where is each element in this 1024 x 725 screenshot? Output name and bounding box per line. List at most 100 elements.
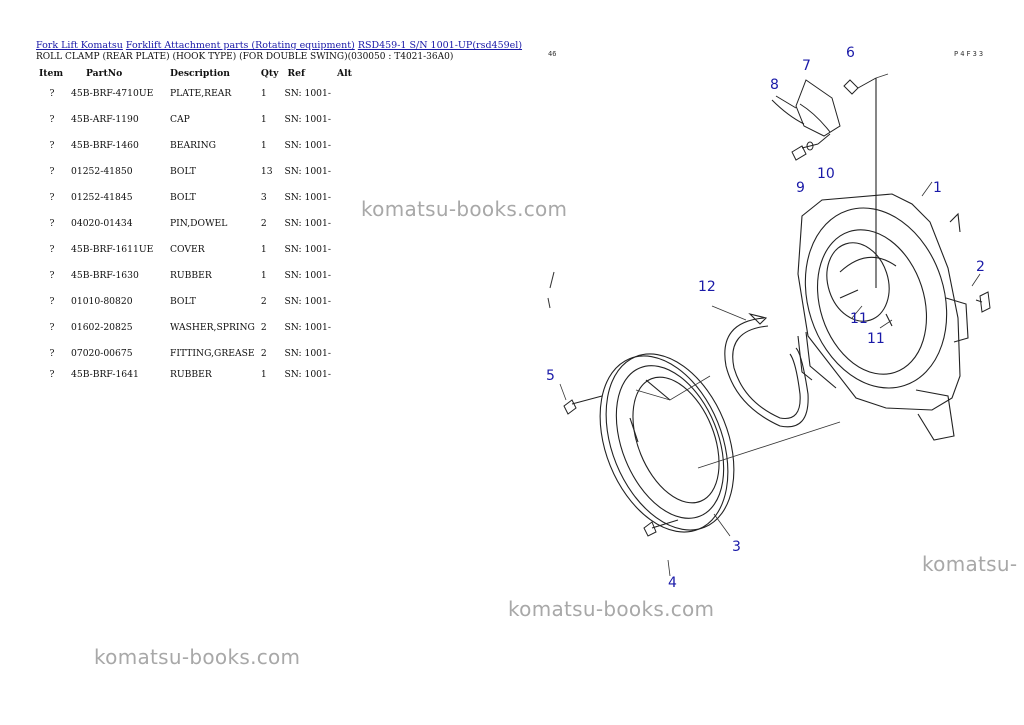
cell-alt xyxy=(334,132,355,158)
cell-description: COVER xyxy=(170,243,205,255)
watermark: komatsu-books.com xyxy=(94,645,301,669)
callout-9: 9 xyxy=(796,180,805,196)
header-item: Item xyxy=(39,67,64,79)
callout-11a: 11 xyxy=(850,311,868,327)
cell-item: ? xyxy=(49,269,55,281)
cell-item: ? xyxy=(49,243,55,255)
header-description: Description xyxy=(170,67,230,79)
cell-item: ? xyxy=(49,295,55,307)
cell-alt xyxy=(334,236,355,262)
cell-ref: SN: 1001- xyxy=(284,321,331,333)
cell-partno: 45B-ARF-1190 xyxy=(71,113,139,125)
cell-item: ? xyxy=(49,139,55,151)
diagram-page-number: 46 xyxy=(548,50,556,58)
cell-qty: 2 xyxy=(260,321,267,333)
cell-partno: 01252-41850 xyxy=(71,165,133,177)
cell-partno: 04020-01434 xyxy=(71,217,133,229)
breadcrumb-link-brand[interactable]: Fork Lift Komatsu xyxy=(36,40,123,51)
cell-item: ? xyxy=(49,368,55,380)
cell-qty: 1 xyxy=(260,243,267,255)
cell-qty: 2 xyxy=(260,347,267,359)
cell-alt xyxy=(334,184,355,210)
parts-table: Item PartNo Description Qty Ref Alt ? 45B… xyxy=(36,66,355,382)
cell-qty: 1 xyxy=(260,113,267,125)
table-row: ? 01602-20825 WASHER,SPRING 2 SN: 1001- xyxy=(36,314,355,340)
table-header-row: Item PartNo Description Qty Ref Alt xyxy=(36,66,355,80)
fitting-part-2 xyxy=(975,291,991,313)
cell-ref: SN: 1001- xyxy=(284,243,331,255)
cell-qty: 1 xyxy=(260,139,267,151)
cell-alt xyxy=(334,314,355,340)
header-ref: Ref xyxy=(287,67,305,79)
cell-description: WASHER,SPRING xyxy=(170,321,255,333)
cell-qty: 1 xyxy=(260,87,267,99)
breadcrumb: Fork Lift Komatsu Forklift Attachment pa… xyxy=(36,40,522,51)
cell-alt xyxy=(334,340,355,366)
cell-alt xyxy=(334,366,355,382)
cell-ref: SN: 1001- xyxy=(284,295,331,307)
cell-partno: 01602-20825 xyxy=(71,321,133,333)
cell-partno: 07020-00675 xyxy=(71,347,133,359)
cell-item: ? xyxy=(49,321,55,333)
cell-description: CAP xyxy=(170,113,190,125)
breadcrumb-link-category[interactable]: Forklift Attachment parts (Rotating equi… xyxy=(125,40,355,51)
cell-ref: SN: 1001- xyxy=(284,139,331,151)
callout-7: 7 xyxy=(802,58,811,74)
cell-item: ? xyxy=(49,217,55,229)
cell-alt xyxy=(334,262,355,288)
cell-description: RUBBER xyxy=(170,269,212,281)
cell-item: ? xyxy=(49,87,55,99)
watermark: komatsu- xyxy=(922,552,1018,576)
callout-2: 2 xyxy=(976,259,985,275)
cell-description: RUBBER xyxy=(170,368,212,380)
callout-3: 3 xyxy=(732,539,741,555)
callout-6: 6 xyxy=(846,45,855,61)
cell-ref: SN: 1001- xyxy=(284,87,331,99)
watermark: komatsu-books.com xyxy=(508,597,715,621)
cell-partno: 45B-BRF-1630 xyxy=(71,269,139,281)
header-qty: Qty xyxy=(260,67,279,79)
cell-description: PLATE,REAR xyxy=(170,87,232,99)
exploded-parts-diagram: 46 P4F33 xyxy=(546,45,991,591)
cell-ref: SN: 1001- xyxy=(284,217,331,229)
table-row: ? 45B-BRF-1611UE COVER 1 SN: 1001- xyxy=(36,236,355,262)
page-subtitle: ROLL CLAMP (REAR PLATE) (HOOK TYPE) (FOR… xyxy=(36,52,454,62)
cell-ref: SN: 1001- xyxy=(284,368,331,380)
cover-part-7 xyxy=(771,79,841,137)
bearing-ring-part xyxy=(599,353,735,533)
leader-lines xyxy=(559,73,981,577)
cell-ref: SN: 1001- xyxy=(284,347,331,359)
cell-item: ? xyxy=(49,191,55,203)
breadcrumb-link-model[interactable]: RSD459-1 S/N 1001-UP(rsd459el) xyxy=(357,40,523,51)
header-partno: PartNo xyxy=(86,67,123,79)
callout-8: 8 xyxy=(770,77,779,93)
table-row: ? 45B-BRF-1641 RUBBER 1 SN: 1001- xyxy=(36,366,355,382)
cell-partno: 45B-BRF-1641 xyxy=(71,368,139,380)
cell-alt xyxy=(334,158,355,184)
table-row: ? 45B-BRF-4710UE PLATE,REAR 1 SN: 1001- xyxy=(36,80,355,106)
bolt-group-4-5 xyxy=(563,395,679,537)
cell-partno: 45B-BRF-4710UE xyxy=(71,87,154,99)
cell-description: BOLT xyxy=(170,165,196,177)
cell-description: BEARING xyxy=(170,139,217,151)
cell-ref: SN: 1001- xyxy=(284,165,331,177)
callout-4: 4 xyxy=(668,575,677,591)
callout-5: 5 xyxy=(546,368,555,384)
cell-description: BOLT xyxy=(170,191,196,203)
cell-qty: 13 xyxy=(260,165,273,177)
diagram-page-code: P4F33 xyxy=(954,50,985,58)
rubber-seal-part xyxy=(724,312,809,428)
cell-partno: 45B-BRF-1611UE xyxy=(71,243,154,255)
callout-1: 1 xyxy=(933,180,942,196)
header-alt: Alt xyxy=(336,67,352,79)
cell-alt xyxy=(334,210,355,236)
callout-11b: 11 xyxy=(867,331,885,347)
cell-qty: 1 xyxy=(260,368,267,380)
cell-ref: SN: 1001- xyxy=(284,191,331,203)
